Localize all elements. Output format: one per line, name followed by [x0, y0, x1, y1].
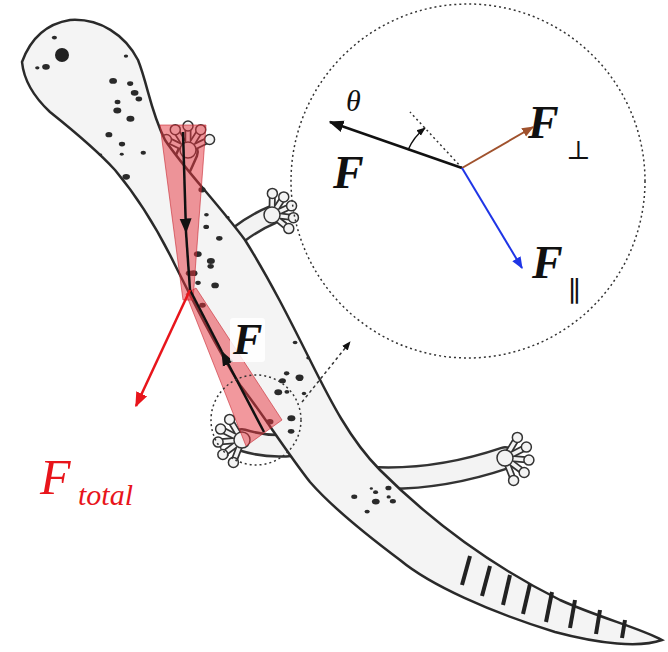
force-line	[186, 232, 190, 290]
total-force-label: F	[40, 452, 71, 502]
gecko-spot	[373, 490, 378, 494]
gecko-spot	[302, 392, 306, 395]
gecko-toe-pad	[267, 188, 277, 198]
gecko-spot	[385, 486, 391, 491]
gecko-spot	[131, 90, 139, 96]
gecko-spot	[113, 107, 121, 113]
gecko-eye	[55, 48, 69, 62]
gecko-foot	[497, 450, 513, 466]
subscript-label: ∥	[568, 278, 581, 306]
gecko-toe-pad	[524, 455, 534, 465]
gecko-toe-pad	[216, 424, 226, 434]
gecko-toe-pad	[519, 467, 529, 477]
gecko-spot	[226, 216, 230, 219]
gecko-spot	[390, 499, 396, 504]
gecko-toe-pad	[213, 437, 223, 447]
normal-component	[462, 127, 533, 168]
gecko-spot	[296, 375, 304, 381]
gecko-spot	[195, 281, 201, 285]
gecko-spot	[293, 341, 298, 345]
gecko-spot	[115, 100, 121, 104]
gecko-spot	[124, 54, 128, 57]
gecko-spot	[306, 356, 310, 359]
force-label: F	[230, 318, 265, 362]
gecko-spot	[207, 264, 213, 269]
leg-force-region	[160, 125, 206, 300]
gecko-spot	[203, 225, 209, 229]
parallel-component	[462, 168, 522, 268]
gecko-toe-pad	[521, 442, 531, 452]
gecko-toe-pad	[284, 224, 294, 234]
force-label: F	[532, 240, 563, 286]
gecko-toe-pad	[279, 192, 289, 202]
gecko-spot	[365, 510, 370, 514]
gecko-spot	[351, 494, 357, 499]
zoom-pointer	[302, 342, 350, 402]
gecko-spot	[284, 371, 289, 375]
gecko-spot	[279, 378, 286, 383]
zoom-circle	[291, 4, 645, 358]
gecko-toe-pad	[512, 432, 522, 442]
gecko-spot	[119, 142, 125, 147]
force-label: F	[528, 100, 559, 146]
gecko-spot	[105, 132, 112, 137]
gecko-spot	[284, 390, 289, 394]
gecko-spot	[387, 495, 391, 498]
gecko-spot	[127, 81, 133, 86]
gecko-spot	[207, 258, 215, 264]
gecko-toe-pad	[205, 134, 215, 144]
subscript-label: total	[78, 480, 133, 510]
gecko-spot	[126, 116, 134, 122]
leg-force-region	[186, 288, 282, 446]
force-label: F	[330, 150, 367, 196]
force-arrow	[183, 132, 186, 232]
gecko-toe-pad	[218, 449, 228, 459]
zoom-source-circle	[211, 375, 301, 465]
gecko-foot	[264, 207, 280, 223]
gecko-spot	[211, 283, 219, 289]
subscript-label: ⊥	[566, 138, 590, 164]
gecko-toe-pad	[228, 457, 238, 467]
gecko-spot	[42, 64, 50, 70]
gecko-toe-pad	[509, 475, 519, 485]
gecko-spot	[35, 66, 39, 69]
angle-arc	[408, 128, 425, 150]
gecko-toe-pad	[225, 414, 235, 424]
gecko-spot	[141, 151, 146, 155]
gecko-spot	[216, 236, 222, 241]
gecko-spot	[370, 487, 373, 489]
gecko-spot	[52, 36, 57, 40]
total-force-arrow	[136, 290, 190, 406]
gecko-spot	[297, 376, 303, 381]
gecko-spot	[372, 499, 380, 505]
gecko-spot	[288, 429, 295, 434]
force-line	[190, 290, 222, 352]
tail-bands	[462, 556, 625, 638]
gecko-spot	[109, 78, 117, 84]
gecko-spot	[99, 153, 103, 156]
gecko-spot	[287, 415, 295, 421]
gecko-spot	[122, 174, 130, 180]
force-arrow	[222, 352, 264, 432]
gecko-spot	[120, 153, 124, 156]
gecko-spot	[136, 97, 143, 102]
gecko-spot	[204, 213, 209, 217]
gecko-spot	[274, 389, 282, 395]
angle-label: θ	[346, 86, 361, 116]
